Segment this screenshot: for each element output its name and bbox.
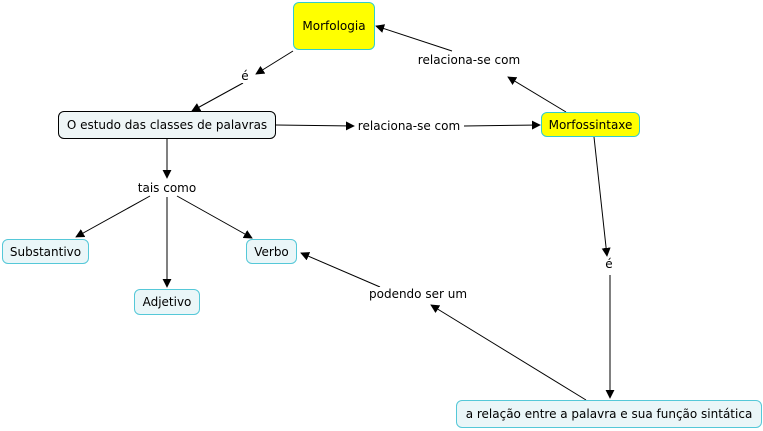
link-label-relaciona-1: relaciona-se com xyxy=(355,119,463,133)
line-estudo-to-relaciona xyxy=(275,121,355,131)
link-label-relaciona-2: relaciona-se com xyxy=(415,53,523,67)
link-label-e-2: é xyxy=(603,257,615,271)
node-morfossintaxe[interactable]: Morfossintaxe xyxy=(541,112,640,137)
line-relaciona-to-morfologia xyxy=(375,24,453,52)
link-label-e-1: é xyxy=(239,69,251,83)
node-relacao-palavra-funcao[interactable]: a relação entre a palavra e sua função s… xyxy=(456,400,762,428)
node-verbo[interactable]: Verbo xyxy=(246,239,297,264)
line-morfologia-to-e xyxy=(255,50,294,75)
line-tais-como-to-verbo xyxy=(176,195,253,239)
node-substantivo[interactable]: Substantivo xyxy=(2,239,89,264)
link-label-podendo: podendo ser um xyxy=(366,287,470,301)
link-label-tais-como: tais como xyxy=(135,181,199,195)
node-estudo-classes-palavras[interactable]: O estudo das classes de palavras xyxy=(58,111,276,139)
line-tais-como-to-substantivo xyxy=(75,195,151,238)
node-adjetivo[interactable]: Adjetivo xyxy=(134,289,200,315)
line-podendo-to-verbo xyxy=(300,252,381,288)
line-e-to-estudo xyxy=(191,82,244,112)
node-morfologia[interactable]: Morfologia xyxy=(293,2,375,50)
line-relaciona-to-morfossintaxe xyxy=(463,120,541,130)
line-relacao-to-podendo xyxy=(430,304,587,401)
line-morfossintaxe-to-relaciona xyxy=(507,76,567,113)
line-morfossintaxe-to-e xyxy=(593,136,611,257)
